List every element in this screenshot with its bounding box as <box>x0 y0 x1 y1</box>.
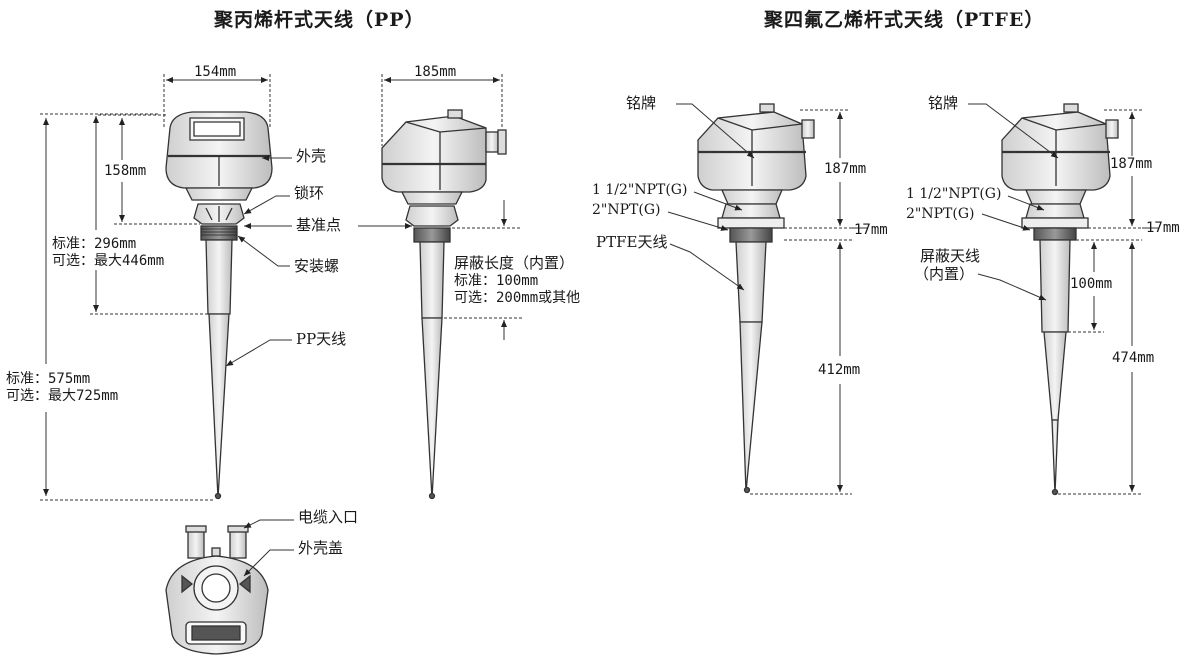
ptfe-title: 聚四氟乙烯杆式天线（PTFE） <box>764 9 1045 31</box>
ptfe-right-total: 474mm <box>1112 350 1155 366</box>
shield-length-title: 屏蔽长度（内置） <box>454 254 575 272</box>
cable-entry-label: 电缆入口 <box>298 508 359 526</box>
pp-side-view <box>381 109 507 500</box>
ptfe-left-thread2: 2"NPT(G) <box>592 202 661 218</box>
dimension-lines <box>40 74 1158 501</box>
reference-point-label: 基准点 <box>296 216 342 234</box>
pp-short-standard: 标准：296mm <box>52 236 137 252</box>
pp-antenna-label: PP天线 <box>296 330 347 348</box>
pp-top-view <box>165 525 269 655</box>
ptfe-left-head: 187mm <box>824 161 867 177</box>
pp-short-optional: 可选：最大446mm <box>52 253 165 269</box>
shielded-antenna-label: 屏蔽天线 <box>920 247 981 265</box>
housing-label: 外壳 <box>296 147 327 165</box>
ptfe-right-nameplate: 铭牌 <box>928 94 959 112</box>
pp-title: 聚丙烯杆式天线（PP） <box>214 9 425 31</box>
pp-side-width: 185mm <box>414 64 457 80</box>
pp-front-width: 154mm <box>194 64 237 80</box>
ptfe-right-shield: 100mm <box>1070 276 1113 292</box>
ptfe-left-thread1: 1 1/2"NPT(G) <box>592 182 688 198</box>
pp-front-view <box>165 111 273 500</box>
mount-thread-label: 安装螺 <box>294 257 340 275</box>
pp-front-head-height: 158mm <box>104 163 147 179</box>
ptfe-left-view <box>697 103 815 494</box>
pp-total-optional: 可选：最大725mm <box>6 388 119 404</box>
ptfe-right-thread2: 2"NPT(G) <box>906 206 975 222</box>
ptfe-antenna-label: PTFE天线 <box>596 233 668 251</box>
ptfe-left-total: 412mm <box>818 362 861 378</box>
ptfe-right-head: 187mm <box>1110 156 1153 172</box>
shield-length-optional: 可选：200mm或其他 <box>454 290 581 306</box>
ptfe-right-flange: 17mm <box>1146 220 1180 236</box>
ptfe-right-view <box>1001 103 1119 496</box>
shield-length-standard: 标准：100mm <box>454 273 539 289</box>
lock-ring-label: 锁环 <box>294 184 325 202</box>
housing-cover-label: 外壳盖 <box>298 539 344 557</box>
pp-total-standard: 标准：575mm <box>6 371 91 387</box>
ptfe-left-nameplate: 铭牌 <box>626 94 657 112</box>
ptfe-left-flange: 17mm <box>854 222 888 238</box>
shielded-antenna-builtin: （内置） <box>914 265 975 283</box>
ptfe-right-thread1: 1 1/2"NPT(G) <box>906 186 1002 202</box>
leader-lines <box>225 103 1059 577</box>
